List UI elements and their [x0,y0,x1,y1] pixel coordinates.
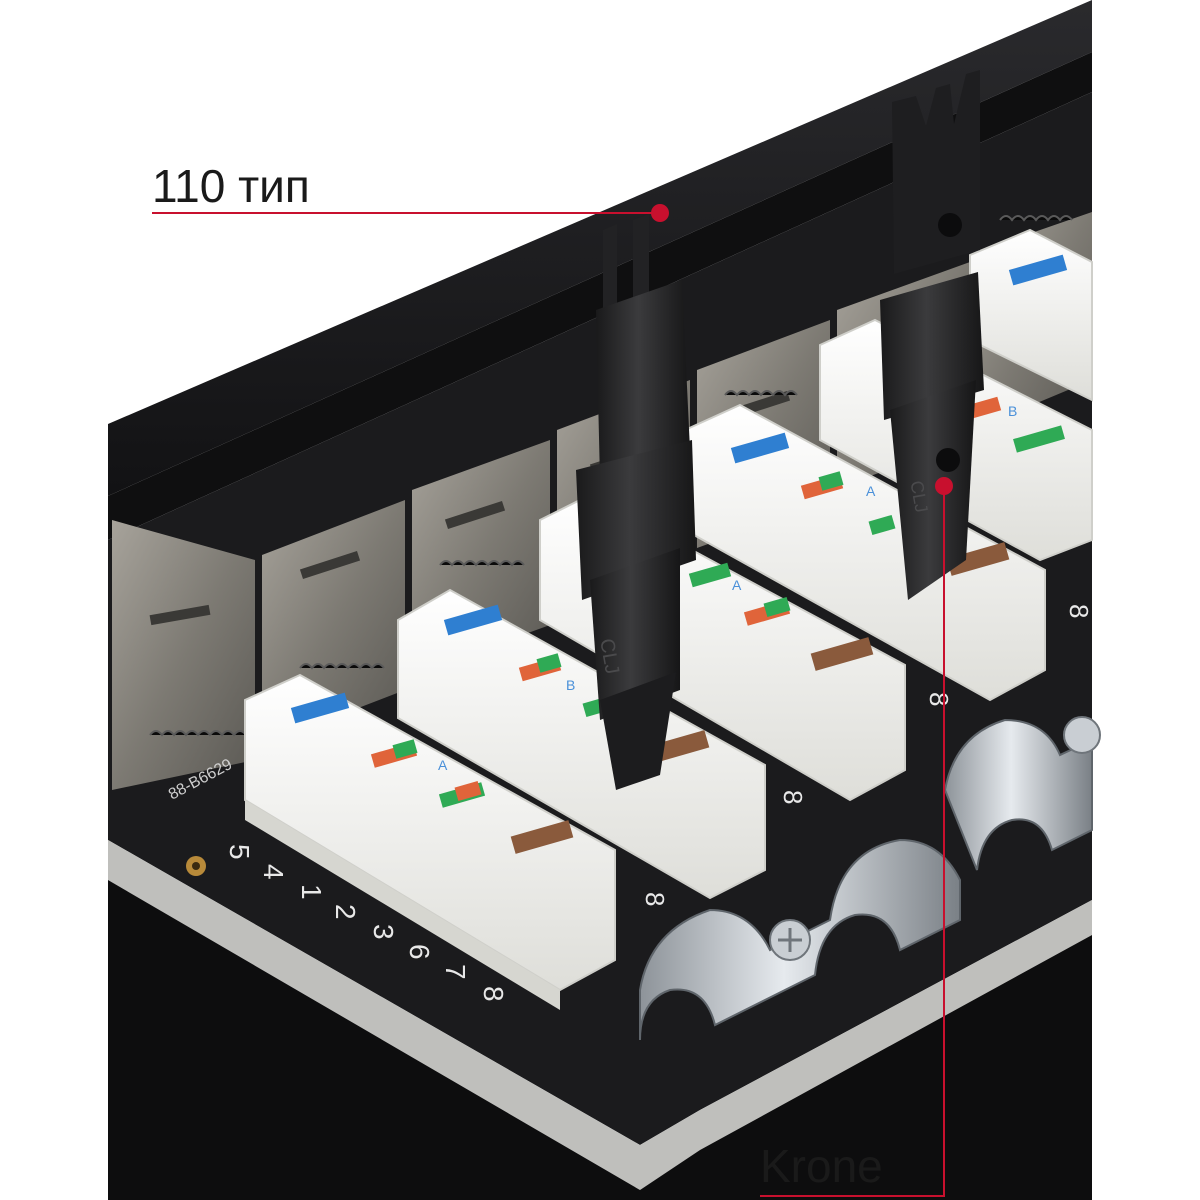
block-end-numbers: 8 8 8 8 [640,604,1094,906]
punch-down-tool-110: CLJ [576,214,696,790]
pin-number: 1 [296,884,327,900]
screw [1063,716,1101,754]
pin-number: 6 [404,944,435,960]
cable-clamp-rear [943,716,1101,871]
pcb-edge [108,840,1092,1190]
pin-number: 3 [368,924,399,940]
callout-line [760,486,945,1197]
pin-letter: A [732,577,742,593]
front-panel-lip [108,52,1092,540]
pin-letter: A [438,757,448,773]
pin-number: 4 [258,864,289,880]
callout-label-110-type: 110 тип [152,160,310,212]
spring-contacts [149,215,1073,737]
pin-number: 8 [478,986,509,1002]
pin-number: 7 [440,964,471,980]
pin-letter: A [866,483,876,499]
block-end-number: 8 [640,892,670,906]
pin-number: 5 [224,844,255,860]
callout-110 [152,204,669,222]
block-end-number: 8 [924,692,954,706]
block-end-number: 8 [778,790,808,804]
callout-dot [651,204,669,222]
front-panel [108,0,1092,496]
pin-letter: B [1008,403,1017,419]
idc-block-1 [244,673,616,1010]
cable-clamp-front [639,838,961,1041]
pin-number: 2 [330,904,361,920]
pin-letter: B [566,677,575,693]
callout-label-krone: Krone [760,1140,883,1192]
punch-down-tool-krone: CLJ [880,70,984,600]
pcb-edge-shadow [108,880,1092,1200]
callout-krone [760,477,953,1197]
pin-number-row: 5 4 1 2 3 6 7 8 [224,844,509,1002]
callout-dot [935,477,953,495]
block-end-number: 8 [1064,604,1094,618]
pin-letter-marks: A B A A B [438,403,1017,773]
